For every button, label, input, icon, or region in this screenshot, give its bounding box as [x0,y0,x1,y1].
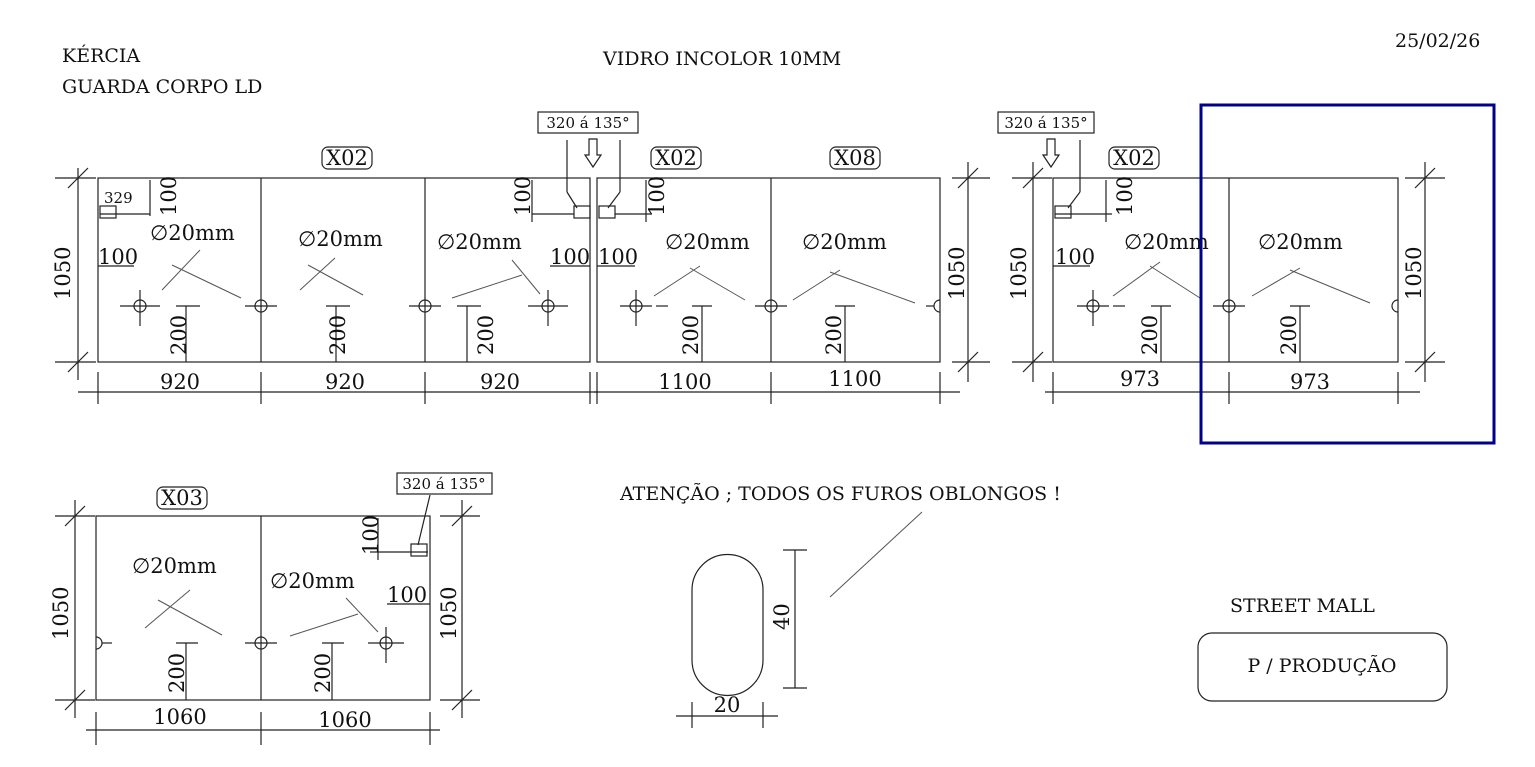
hole-markers [120,290,568,326]
callout-text: 320 á 135° [546,114,629,132]
panel-tag: X02 [1113,146,1155,170]
callout-text: 320 á 135° [402,475,485,493]
hole-label: ∅20mm [665,230,750,254]
depth-dim: 200 [1138,315,1162,355]
tag-box [321,146,373,170]
width-dim: 920 [325,370,365,394]
production-stamp: P / PRODUÇÃO [1247,655,1396,677]
depth-dim: 200 [1277,315,1301,355]
hole-label: ∅20mm [298,227,383,251]
oblong-slot-shape [691,553,764,697]
offset-dim: 100 [98,245,138,269]
height-dim: 1050 [437,587,461,640]
width-dim: 1100 [828,367,881,391]
panel-d: X03 320 á 135° 100 100 ∅20mm ∅20mm 200 2… [49,472,493,745]
depth-dim: 200 [311,653,335,693]
stamp-box [1197,632,1448,702]
hole-label: ∅20mm [802,230,887,254]
width-dim: 973 [1120,367,1160,391]
depth-dim: 200 [474,315,498,355]
depth-dim: 200 [326,315,350,355]
depth-dim: 200 [165,653,189,693]
slot-height-dim: 40 [770,603,794,630]
panel-tag: X02 [655,146,697,170]
height-dim: 1050 [49,587,73,640]
depth-dim: 200 [167,315,191,355]
hole-label: ∅20mm [270,569,355,593]
height-dim: 1050 [945,247,969,300]
width-dim: 973 [1290,370,1330,394]
depth-dim: 200 [679,315,703,355]
callout-text: 320 á 135° [1004,114,1087,132]
callout-box [537,111,639,134]
offset-dim: 100 [598,245,638,269]
hole-label: ∅20mm [132,554,217,578]
hole-label: ∅20mm [437,230,522,254]
height-dim: 1050 [1402,247,1426,300]
width-dim: 1100 [658,370,711,394]
selection-highlight [1199,103,1496,445]
panel-c: 320 á 135° X02 100 100 ∅20mm ∅20mm 200 2… [997,111,1445,404]
project-name: STREET MALL [1230,595,1375,617]
offset-dim: 100 [1113,176,1137,216]
arrow-down-icon [583,138,603,169]
corner-dim: 329 [104,189,133,207]
width-dim: 920 [160,370,200,394]
offset-dim: 100 [550,245,590,269]
arrow-down-icon [1041,138,1061,169]
offset-dim: 100 [511,176,535,216]
material-title: VIDRO INCOLOR 10MM [602,48,841,70]
offset-dim: 100 [359,515,383,555]
panel-b: X02 X08 100 100 ∅20mm ∅20mm 200 200 1050… [594,146,990,404]
product-name: GUARDA CORPO LD [62,76,262,98]
panel-a: X02 320 á 135° 329 100 100 100 100 ∅20mm… [51,111,639,404]
width-dim: 1060 [153,705,206,729]
slot-width-dim: 20 [714,693,741,717]
offset-dim: 100 [157,176,181,216]
offset-dim: 100 [1055,245,1095,269]
width-dim: 1060 [318,708,371,732]
panel-tag: X08 [834,146,876,170]
glass-panel-outline [97,177,591,363]
panel-tag: X03 [161,486,203,510]
offset-dim: 100 [645,176,669,216]
hole-label: ∅20mm [1124,230,1209,254]
depth-dim: 200 [822,315,846,355]
width-dim: 920 [480,370,520,394]
attention-note: ATENÇÃO ; TODOS OS FUROS OBLONGOS ! [619,483,1061,505]
height-dim: 1050 [1007,247,1031,300]
date: 25/02/26 [1395,30,1480,52]
offset-dim: 100 [387,583,427,607]
height-dim: 1050 [51,247,75,300]
panel-tag: X02 [326,146,368,170]
client-name: KÉRCIA [62,44,140,67]
hole-label: ∅20mm [150,221,235,245]
hole-label: ∅20mm [1258,230,1343,254]
